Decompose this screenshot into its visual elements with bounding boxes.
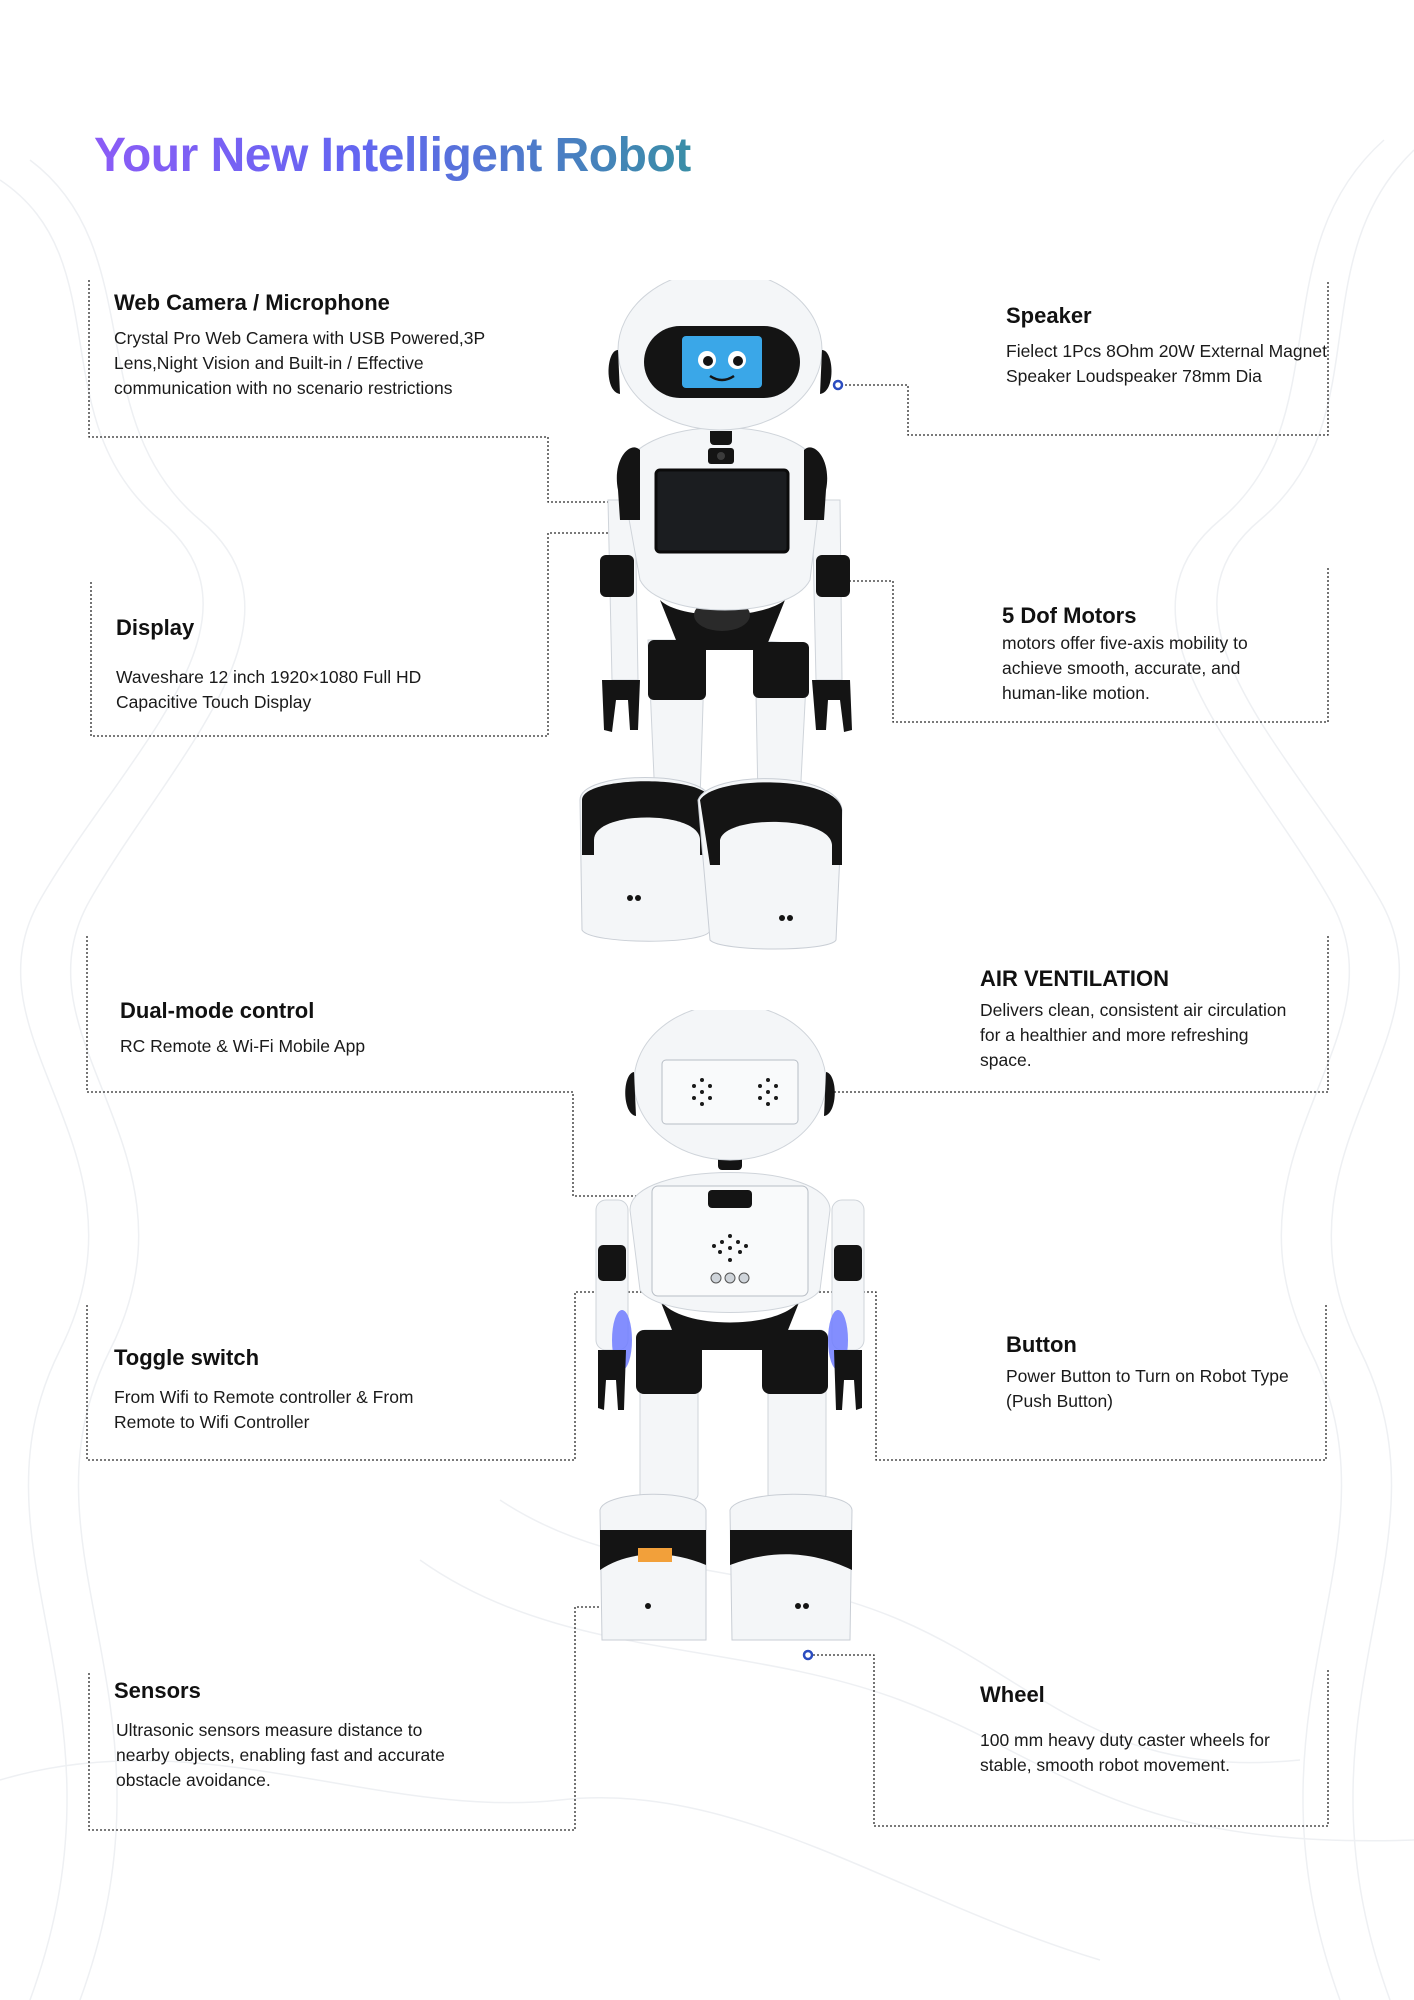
feature-description: Crystal Pro Web Camera with USB Powered,… (114, 328, 485, 398)
feature-display: Display Waveshare 12 inch 1920×1080 Full… (116, 615, 426, 715)
feature-sensors: Sensors Ultrasonic sensors measure dista… (114, 1678, 454, 1793)
feature-description: 100 mm heavy duty caster wheels for stab… (980, 1730, 1270, 1775)
connector-air-ventilation (770, 936, 1329, 1093)
page-title: Your New Intelligent Robot (94, 129, 691, 182)
feature-web-camera: Web Camera / Microphone Crystal Pro Web … (114, 290, 534, 401)
feature-description: motors offer five-axis mobility to achie… (1002, 633, 1248, 703)
feature-title: Toggle switch (114, 1345, 260, 1370)
connector-sensors (88, 1606, 650, 1831)
feature-title: Sensors (114, 1678, 201, 1703)
robot-display-screen (654, 468, 790, 554)
feature-description: Fielect 1Pcs 8Ohm 20W External Magnet Sp… (1006, 341, 1327, 386)
feature-speaker: Speaker Fielect 1Pcs 8Ohm 20W External M… (1006, 303, 1331, 389)
robot-back-left-foot (599, 1493, 707, 1641)
robot-front-image (579, 280, 852, 950)
feature-title: AIR VENTILATION (980, 966, 1170, 991)
robot-vent-panel (661, 1059, 799, 1125)
feature-title: Web Camera / Microphone (114, 290, 390, 315)
feature-dual-mode: Dual-mode control RC Remote & Wi-Fi Mobi… (120, 998, 440, 1059)
feature-motors: 5 Dof Motors motors offer five-axis mobi… (1002, 603, 1292, 706)
feature-title: Button (1006, 1332, 1077, 1357)
feature-title: Display (116, 615, 195, 640)
robot-back-image (595, 1010, 865, 1641)
feature-description: Delivers clean, consistent air circulati… (980, 1000, 1287, 1070)
feature-title: Dual-mode control (120, 998, 315, 1023)
feature-description: RC Remote & Wi-Fi Mobile App (120, 1036, 366, 1056)
connector-wheel (808, 1654, 1329, 1827)
connector-motors (842, 568, 1329, 723)
feature-air-ventilation: AIR VENTILATION Delivers clean, consiste… (980, 966, 1300, 1073)
connector-dual-mode (86, 936, 686, 1197)
feature-button: Button Power Button to Turn on Robot Typ… (1006, 1332, 1306, 1414)
feature-title: 5 Dof Motors (1002, 603, 1137, 628)
feature-toggle: Toggle switch From Wifi to Remote contro… (114, 1345, 444, 1435)
dot-speaker (832, 379, 844, 391)
feature-description: Ultrasonic sensors measure distance to n… (116, 1720, 445, 1790)
feature-wheel: Wheel 100 mm heavy duty caster wheels fo… (980, 1682, 1300, 1778)
robot-back-right-foot (729, 1493, 853, 1641)
feature-title: Speaker (1006, 303, 1092, 328)
feature-description: From Wifi to Remote controller & From Re… (114, 1387, 414, 1432)
dot-wheel (802, 1649, 814, 1661)
robot-face-screen (682, 336, 762, 388)
connector-speaker (838, 282, 1329, 436)
feature-description: Power Button to Turn on Robot Type (Push… (1006, 1366, 1289, 1411)
connector-display (90, 532, 715, 737)
feature-title: Wheel (980, 1682, 1045, 1707)
feature-description: Waveshare 12 inch 1920×1080 Full HD Capa… (116, 667, 422, 712)
